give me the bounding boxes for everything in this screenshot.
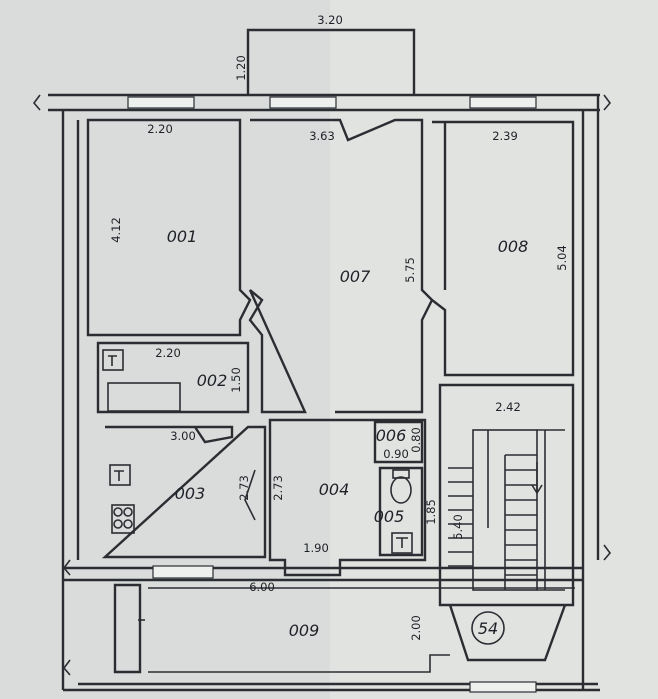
dim-stair-width: 2.42 [495, 400, 521, 414]
outer-walls [32, 28, 612, 692]
dim-top-width: 3.20 [317, 13, 343, 27]
washbasin-icon [391, 532, 413, 554]
room-label-004: 004 [319, 480, 350, 499]
window-007 [269, 96, 337, 109]
bathtub-icon [107, 382, 181, 412]
kitchen-sink-icon [109, 464, 131, 486]
paper-light-area [330, 0, 658, 699]
dim-top-depth: 1.20 [234, 55, 248, 81]
dim-009-width: 6.00 [249, 580, 275, 594]
dim-006-depth: 0.80 [409, 427, 423, 453]
room-label-005: 005 [374, 507, 405, 526]
dim-001-width: 2.20 [147, 122, 173, 136]
window-009 [152, 565, 214, 579]
fixtures [102, 349, 413, 554]
room-label-008: 008 [498, 237, 529, 256]
windows [127, 96, 537, 693]
dim-003-depth: 2.73 [237, 475, 251, 501]
room-label-003: 003 [175, 484, 206, 503]
room-label-007: 007 [340, 267, 371, 286]
dim-003-width: 3.00 [170, 429, 196, 443]
interior-walls [86, 118, 575, 674]
dim-005-depth: 1.85 [424, 499, 438, 525]
stove-icon [111, 504, 135, 534]
window-008 [469, 96, 537, 109]
room-label-002: 002 [197, 371, 228, 390]
dim-008-depth: 5.04 [555, 245, 569, 271]
dim-009-depth: 2.00 [409, 615, 423, 641]
dim-006-width: 0.90 [383, 447, 409, 461]
sink-icon [102, 349, 124, 371]
room-label-001: 001 [167, 227, 198, 246]
apartment-number-label: 54 [478, 619, 498, 638]
staircase [448, 429, 565, 591]
dim-002-width: 2.20 [155, 346, 181, 360]
dim-007-depth: 5.75 [403, 257, 417, 283]
toilet-icon [390, 476, 412, 504]
window-001 [127, 96, 195, 109]
dim-stair-depth: 5.40 [451, 514, 465, 540]
window-stair [469, 681, 537, 693]
dim-008-width: 2.39 [492, 129, 518, 143]
dim-001-depth: 4.12 [109, 217, 123, 243]
apartment-number-circle [471, 611, 505, 645]
dim-004-depth: 2.73 [271, 475, 285, 501]
room-label-006: 006 [376, 426, 407, 445]
dim-002-depth: 1.50 [229, 367, 243, 393]
dim-007-width: 3.63 [309, 129, 335, 143]
dim-004-width: 1.90 [303, 541, 329, 555]
room-label-009: 009 [289, 621, 320, 640]
